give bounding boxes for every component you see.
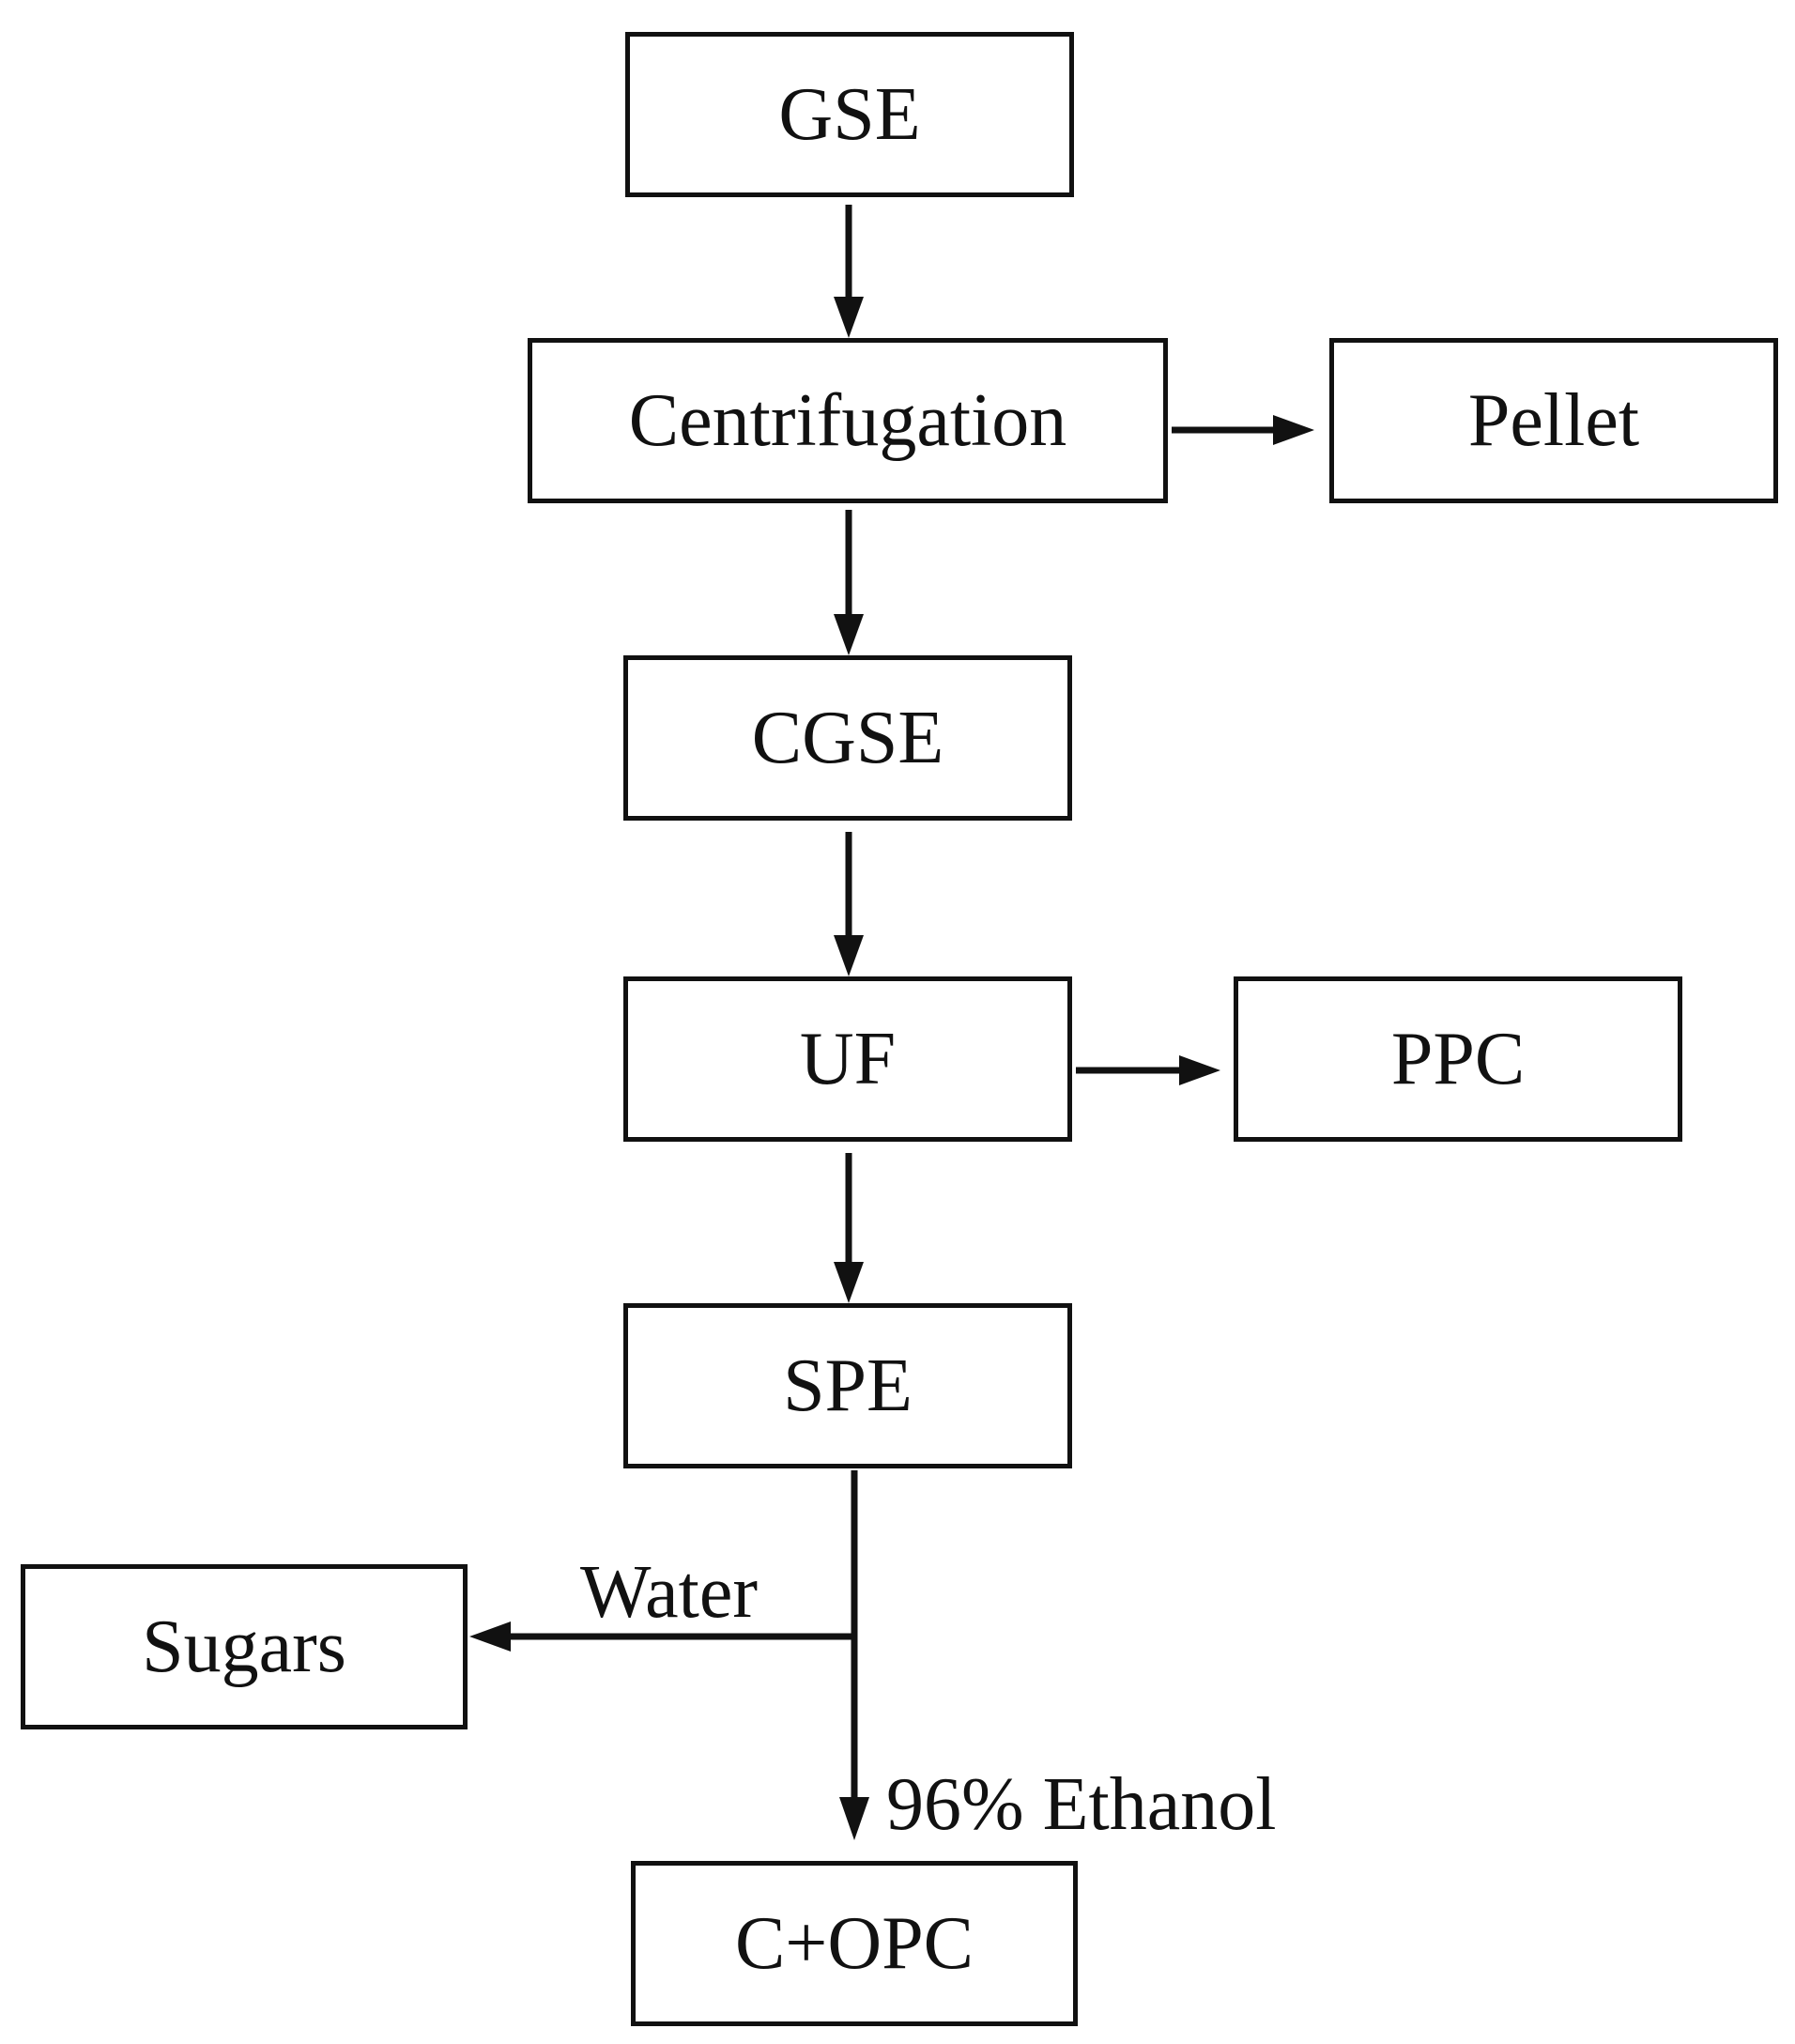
node-centrifugation: Centrifugation [528, 338, 1168, 503]
node-ppc: PPC [1234, 976, 1682, 1142]
node-pellet: Pellet [1329, 338, 1778, 503]
edge-centrifugation-to-pellet [1172, 415, 1314, 445]
edge-spe-to-sugars [469, 1621, 854, 1652]
edge-centrifugation-to-cgse [834, 510, 864, 655]
node-gse: GSE [625, 32, 1074, 197]
edge-spe-to-copc [839, 1470, 869, 1840]
edge-label-ethanol: 96% Ethanol [886, 1763, 1277, 1846]
node-sugars: Sugars [21, 1564, 468, 1729]
node-cgse: CGSE [623, 655, 1072, 821]
node-uf: UF [623, 976, 1072, 1142]
edge-gse-to-centrifugation [834, 205, 864, 338]
edge-label-water: Water [580, 1551, 758, 1634]
node-copc: C+OPC [631, 1861, 1078, 2026]
edge-uf-to-spe [834, 1153, 864, 1303]
edge-uf-to-ppc [1076, 1055, 1220, 1085]
node-spe: SPE [623, 1303, 1072, 1468]
edge-cgse-to-uf [834, 832, 864, 976]
